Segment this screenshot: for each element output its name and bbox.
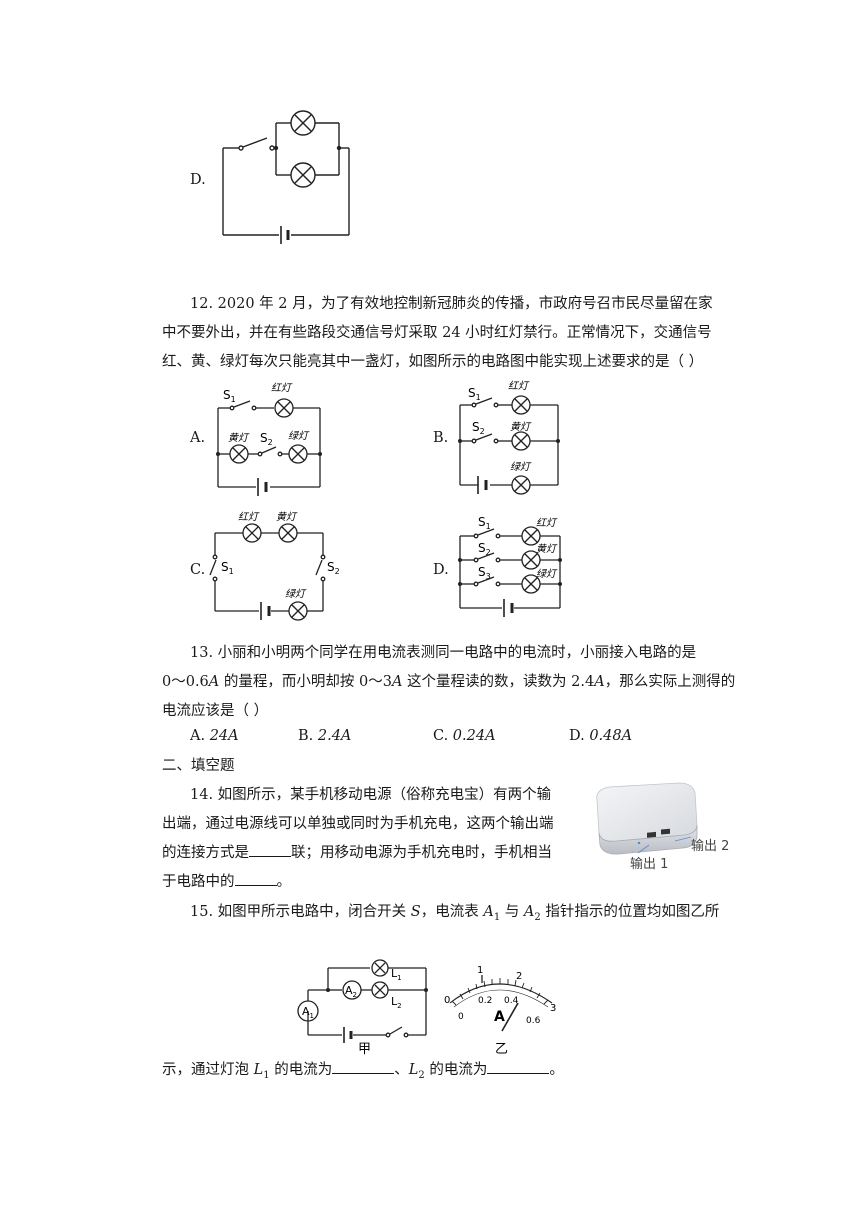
q13-option-b: B. 2.4A — [298, 728, 352, 744]
q15-line2: 示，通过灯泡 L1 的电流为、L2 的电流为。 — [162, 1058, 564, 1081]
q14-line1: 14. 如图所示，某手机移动电源（俗称充电宝）有两个输 — [190, 787, 552, 803]
yi-upper-3: 3 — [550, 1003, 556, 1014]
q15-l1-label: L1 — [391, 967, 402, 982]
q15-a2-label: A2 — [345, 984, 357, 999]
q12b-yellow-label: 黄灯 — [510, 421, 532, 433]
q15-circuit-jia: A1 A2 L1 L2 甲 — [297, 959, 428, 1055]
q14-line3: 的连接方式是联；用移动电源为手机充电时，手机相当 — [162, 841, 552, 862]
q12b-green-label: 绿灯 — [510, 461, 532, 473]
q13-line1: 13. 小丽和小明两个同学在用电流表测同一电路中的电流时，小丽接入电路的是 — [190, 645, 697, 661]
q14-blank-2[interactable] — [234, 871, 277, 886]
q12c-red-label: 红灯 — [238, 511, 260, 523]
q14-line4: 于电路中的。 — [162, 870, 291, 891]
fig-jia-label: 甲 — [358, 1042, 371, 1055]
q12-option-a-circuit: S1 红灯 黄灯 S2 绿灯 — [216, 382, 322, 496]
q13-option-a: A. 24A — [190, 728, 239, 744]
q12d-red-label: 红灯 — [536, 517, 558, 529]
q12c-s2-label: S2 — [327, 560, 340, 576]
q12d-yellow-label: 黄灯 — [536, 543, 558, 555]
q12-option-d-circuit: S1 红灯 S2 黄灯 S3 绿灯 — [458, 515, 562, 617]
q15-l2-label: L2 — [391, 995, 402, 1010]
q12d-s3-label: S3 — [478, 565, 491, 581]
q13-option-c: C. 0.24A — [433, 728, 496, 744]
q12b-red-label: 红灯 — [508, 380, 530, 392]
q12-line2: 中不要外出，并在有些路段交通信号灯采取 24 小时红灯禁行。正常情况下，交通信号 — [162, 325, 712, 341]
q12-option-c-circuit: 红灯 黄灯 S1 S2 绿灯 — [209, 511, 340, 621]
q12b-s1-label: S1 — [468, 386, 481, 402]
q12-option-c-label: C. — [190, 562, 206, 578]
q12-line1: 12. 2020 年 2 月，为了有效地控制新冠肺炎的传播，市政府号召市民尽量留… — [190, 296, 713, 312]
q12-option-a-label: A. — [190, 430, 206, 446]
q14-line2: 出端，通过电源线可以单独或同时为手机充电，这两个输出端 — [162, 816, 554, 832]
q12c-yellow-label: 黄灯 — [276, 511, 298, 523]
fig-yi-label: 乙 — [495, 1042, 508, 1057]
q12b-s2-label: S2 — [472, 420, 485, 436]
q12-option-b-circuit: S1 红灯 S2 黄灯 绿灯 — [458, 380, 560, 495]
q12-option-d-label: D. — [433, 562, 449, 578]
yi-upper-2: 2 — [516, 971, 522, 982]
q13-line2: 0～0.6A 的量程，而小明却按 0～3A 这个量程读的数，读数为 2.4A，那… — [162, 674, 736, 690]
q15-blank-2[interactable] — [487, 1059, 550, 1074]
q15-line1: 15. 如图甲所示电路中，闭合开关 S，电流表 A1 与 A2 指针指示的位置均… — [190, 904, 720, 923]
q12d-green-label: 绿灯 — [536, 568, 558, 580]
q12a-s1-label: S1 — [223, 388, 236, 404]
q12d-s2-label: S2 — [478, 541, 491, 557]
section-title: 二、填空题 — [162, 758, 235, 774]
output-1-label: 输出 1 — [630, 856, 668, 872]
q12c-green-label: 绿灯 — [285, 588, 307, 600]
power-bank-image: 输出 1 输出 2 — [596, 782, 729, 872]
yi-lower-2: 0.4 — [504, 996, 519, 1006]
q12d-s1-label: S1 — [478, 515, 491, 531]
yi-upper-1: 1 — [477, 965, 483, 976]
q12c-s1-label: S1 — [221, 560, 234, 576]
q13-option-d: D. 0.48A — [569, 728, 633, 744]
yi-lower-0: 0 — [458, 1012, 464, 1022]
q15-a1-label: A1 — [302, 1005, 314, 1020]
q12a-yellow-label: 黄灯 — [228, 432, 250, 444]
q12a-red-label: 红灯 — [271, 382, 293, 394]
q11-option-d-circuit — [222, 110, 350, 244]
q13-line3: 电流应该是（ ） — [162, 703, 269, 719]
yi-upper-0: 0 — [444, 995, 450, 1006]
q14-blank-1[interactable] — [249, 842, 291, 857]
q12-line3: 红、黄、绿灯每次只能亮其中一盏灯，如图所示的电路图中能实现上述要求的是（ ） — [162, 354, 704, 370]
q12a-s2-label: S2 — [260, 431, 273, 447]
yi-lower-3: 0.6 — [526, 1016, 541, 1026]
q15-blank-1[interactable] — [332, 1059, 395, 1074]
q11-option-d-label: D. — [190, 172, 206, 188]
q12a-green-label: 绿灯 — [288, 430, 310, 442]
output-2-label: 输出 2 — [691, 838, 729, 854]
yi-lower-1: 0.2 — [478, 996, 492, 1006]
q15-ammeter-yi: 0 1 2 3 0 0.2 0.4 0.6 A 乙 — [444, 965, 556, 1057]
yi-unit: A — [494, 1009, 505, 1025]
q12-option-b-label: B. — [433, 430, 449, 446]
